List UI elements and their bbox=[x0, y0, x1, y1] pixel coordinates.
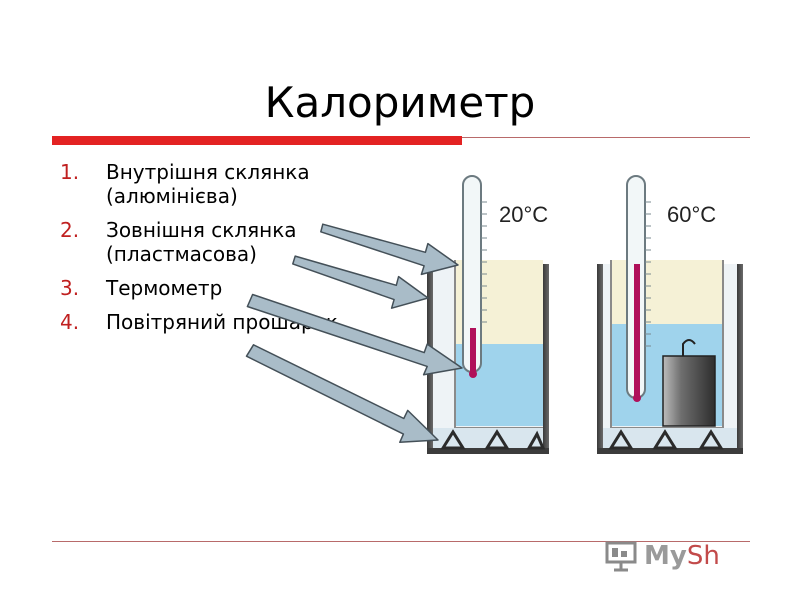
calorimeter-figure: 20°C bbox=[427, 175, 743, 454]
outer-bottom bbox=[597, 448, 743, 454]
myshared-logo: MySh bbox=[604, 536, 764, 576]
mercury-column bbox=[470, 328, 476, 374]
right-temp-label: 60°C bbox=[667, 202, 716, 227]
list-number: 1. bbox=[60, 160, 80, 184]
block-hook bbox=[682, 339, 696, 356]
list-item: 3. Термометр bbox=[60, 276, 380, 300]
outer-wall-right bbox=[543, 264, 549, 454]
thermometer-scale bbox=[481, 201, 487, 323]
left-calorimeter: 20°C bbox=[427, 175, 549, 454]
supports bbox=[440, 429, 546, 450]
parts-list: 1. Внутрішня склянка (алюмінієва) 2. Зов… bbox=[60, 160, 380, 344]
list-number: 3. bbox=[60, 276, 80, 300]
outer-bottom bbox=[427, 448, 549, 454]
outer-wall-left bbox=[427, 264, 433, 454]
outer-wall-right bbox=[737, 264, 743, 454]
footer-rule bbox=[52, 541, 750, 542]
list-item-label: Внутрішня склянка (алюмінієва) bbox=[106, 160, 310, 208]
slide-title: Калориметр bbox=[264, 78, 536, 127]
list-item: 2. Зовнішня склянка (пластмасова) bbox=[60, 218, 380, 266]
list-item: 4. Повітряний прошарок bbox=[60, 310, 380, 334]
left-temp-label: 20°C bbox=[499, 202, 548, 227]
outer-wall-left bbox=[597, 264, 603, 454]
metal-block bbox=[662, 355, 716, 427]
thermometer-scale bbox=[645, 201, 651, 347]
list-item: 1. Внутрішня склянка (алюмінієва) bbox=[60, 160, 380, 208]
list-number: 4. bbox=[60, 310, 80, 334]
list-item-label: Зовнішня склянка (пластмасова) bbox=[106, 218, 297, 266]
title-underline-thin bbox=[462, 137, 750, 138]
list-item-label: Повітряний прошарок bbox=[106, 310, 339, 334]
thermometer-bulb bbox=[469, 370, 477, 378]
supports bbox=[608, 429, 724, 450]
mercury-column bbox=[634, 264, 640, 398]
right-calorimeter: 60°C bbox=[597, 175, 743, 454]
list-item-label: Термометр bbox=[106, 276, 223, 300]
logo-text: MySh bbox=[644, 541, 720, 571]
presentation-board-icon bbox=[605, 541, 637, 572]
list-number: 2. bbox=[60, 218, 80, 242]
thermometer-bulb bbox=[633, 394, 641, 402]
title-underline-red bbox=[52, 136, 462, 145]
arrow-air-gap bbox=[245, 344, 439, 444]
